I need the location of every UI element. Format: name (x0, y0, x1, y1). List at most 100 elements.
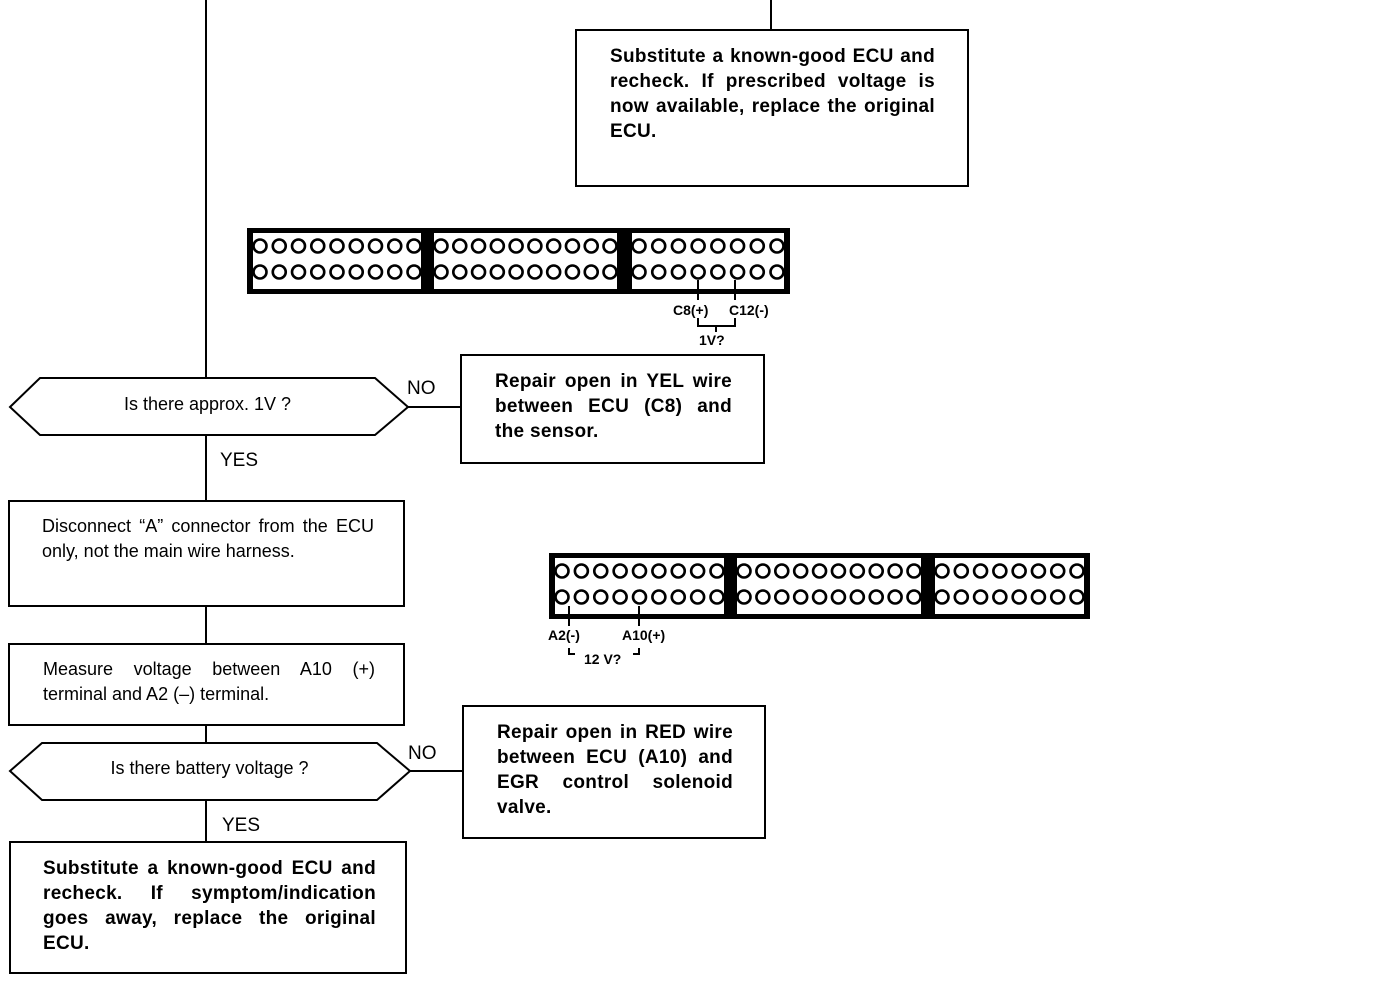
connector-c-pin (670, 264, 687, 280)
connector-a-pin (868, 589, 885, 605)
connector-a-pin (689, 563, 706, 579)
connector-c-pin (290, 264, 307, 280)
connector-c-pin (252, 238, 268, 254)
connector-a-pin (811, 589, 828, 605)
final-ecu-box: Substitute a known-good ECU and recheck.… (9, 841, 407, 974)
connector-a-pin (1069, 589, 1085, 605)
connector-c-pin (710, 238, 726, 254)
connector-a-pin (849, 589, 866, 605)
c8-plus-label: C8(+) (673, 302, 709, 318)
connector-c-pin (386, 238, 403, 254)
connector-a-pin (592, 563, 609, 579)
connector-c-pin (631, 264, 647, 280)
connector-a-pin (1011, 563, 1027, 579)
connector-c-pin (769, 264, 785, 280)
connector-a-pin (1030, 589, 1047, 605)
connector-a-pin (592, 589, 609, 605)
connector-c-pin (749, 264, 766, 280)
connector-c-pin (386, 264, 403, 280)
connector-c-pin (710, 264, 726, 280)
disconnect-text: Disconnect “A” connector from the ECU on… (42, 516, 374, 561)
connector-c-pin (433, 264, 449, 280)
connector-c-pin (489, 238, 506, 254)
connector-a-pin (631, 563, 648, 579)
final-ecu-text: Substitute a known-good ECU and recheck.… (43, 858, 376, 954)
connector-c-pin (749, 238, 766, 254)
decision-2-no-label: NO (408, 743, 437, 764)
connector-a-pin (573, 563, 590, 579)
connector-c-pin (564, 264, 581, 280)
connector-c-pin (451, 238, 468, 254)
connector-a-pin (651, 563, 667, 579)
connector-c-pin (489, 264, 506, 280)
connector-a-pin (953, 589, 970, 605)
measure-box: Measure voltage between A10 (+) terminal… (8, 643, 405, 726)
connector-c-pin (545, 264, 562, 280)
connector-c-pin (690, 238, 706, 254)
connector-a-pin (651, 589, 667, 605)
connector-c-pin (527, 264, 543, 280)
connector-a-pin (811, 563, 828, 579)
decision-1-yes-label: YES (220, 450, 259, 471)
connector-a-pin (689, 589, 706, 605)
connector-a-pin (953, 563, 970, 579)
connector-a-pin (736, 589, 752, 605)
decision-2-text: Is there battery voltage ? (110, 758, 309, 778)
connector-c-pin (583, 264, 600, 280)
connector-a (549, 553, 1090, 619)
connector-c-pin (508, 238, 524, 254)
top-ecu-box: Substitute a known-good ECU and recheck.… (575, 29, 969, 187)
connector-c-pin (290, 238, 307, 254)
connector-a-pin (792, 589, 809, 605)
connector-c-pin (252, 264, 268, 280)
connector-c-pin (508, 264, 524, 280)
decision-2-yes-label: YES (222, 815, 261, 836)
a-voltage-question: 12 V? (584, 651, 622, 667)
connector-c-pin (329, 264, 345, 280)
decision-1-text: Is there approx. 1V ? (123, 394, 292, 414)
c-probe-leads (697, 280, 736, 332)
connector-c-pin (433, 238, 449, 254)
connector-c-pin (602, 264, 618, 280)
connector-a-pin (887, 589, 903, 605)
disconnect-box: Disconnect “A” connector from the ECU on… (8, 500, 405, 607)
top-ecu-text: Substitute a known-good ECU and recheck.… (610, 46, 935, 142)
connector-c-pin (545, 238, 562, 254)
repair-yel-box: Repair open in YEL wire between ECU (C8)… (460, 354, 765, 464)
connector-c-pin (564, 238, 581, 254)
connector-a-pin (773, 563, 790, 579)
connector-c-pin (451, 264, 468, 280)
connector-a-pin (972, 589, 989, 605)
connector-c-pin (348, 264, 365, 280)
connector-c-pin (367, 238, 384, 254)
connector-c-pin (769, 238, 785, 254)
connector-a-pin (736, 563, 752, 579)
connector-c-pin (367, 264, 384, 280)
connector-a-pin (830, 563, 847, 579)
connector-a-pin (972, 563, 989, 579)
decision-1-no-label: NO (407, 378, 436, 399)
connector-a-pin (709, 589, 725, 605)
connector-c-pin (729, 264, 746, 280)
c-voltage-question: 1V? (699, 332, 725, 348)
connector-c-pin (650, 238, 667, 254)
connector-a-pin (906, 589, 922, 605)
connector-a-pin (755, 589, 771, 605)
connector-a-pin (992, 589, 1008, 605)
connector-a-pin (755, 563, 771, 579)
connector-a-pin (631, 589, 648, 605)
connector-a-pin (792, 563, 809, 579)
connector-a-pin (934, 563, 950, 579)
connector-a-pin (1011, 589, 1027, 605)
connector-c-pin (690, 264, 706, 280)
measure-text: Measure voltage between A10 (+) terminal… (43, 659, 375, 704)
connector-c-pin (271, 264, 288, 280)
connector-a-pin (1049, 563, 1066, 579)
connector-c-pin (670, 238, 687, 254)
connector-c-pin (650, 264, 667, 280)
connector-a-pin (849, 563, 866, 579)
connector-c-pin (631, 238, 647, 254)
connector-a-pin (573, 589, 590, 605)
connector-a-pin (830, 589, 847, 605)
